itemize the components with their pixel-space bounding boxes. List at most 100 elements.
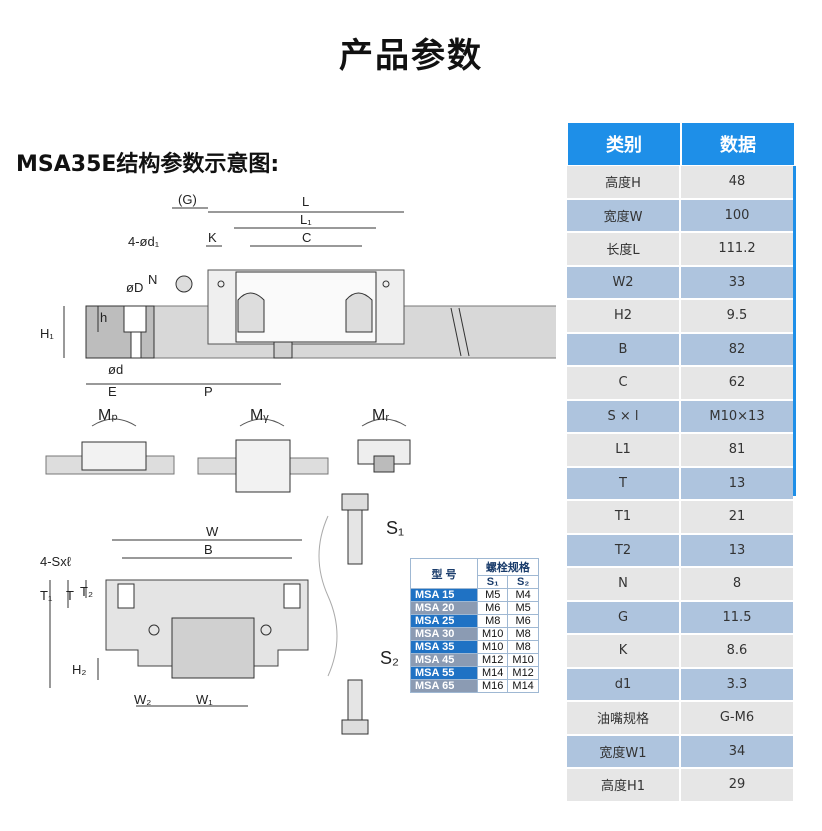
model-cell: MSA 45 (410, 653, 478, 667)
label-s2: S₂ (380, 648, 399, 668)
param-value: 29 (681, 769, 795, 801)
s2-cell: M6 (507, 614, 539, 628)
page-title: 产品参数 (339, 36, 483, 76)
label-g: (G) (178, 192, 197, 207)
param-name: S × l (567, 400, 681, 432)
header-category: 类别 (567, 122, 681, 166)
diagram-title: MSA35E结构参数示意图: (16, 152, 280, 177)
scrollbar[interactable] (793, 166, 796, 496)
label-t2: T₂ (80, 584, 93, 599)
label-mp: Mₚ (98, 407, 118, 424)
label-b: B (204, 542, 213, 557)
param-value: 21 (681, 501, 795, 533)
label-sxl: 4-Sxℓ (40, 554, 72, 569)
s2-cell: M4 (507, 588, 539, 602)
label-h: h (100, 310, 107, 325)
param-value: 13 (681, 534, 795, 566)
param-name: 长度L (567, 233, 681, 265)
s1-cell: M8 (476, 614, 509, 628)
parameter-table-header: 类别 数据 (567, 122, 795, 166)
param-name: 高度H (567, 166, 681, 198)
param-value: 111.2 (681, 233, 795, 265)
param-value: 100 (681, 199, 795, 231)
param-name: 宽度W (567, 199, 681, 231)
label-l1: L₁ (300, 212, 312, 227)
param-value: 82 (681, 333, 795, 365)
s1-cell: M5 (476, 588, 509, 602)
header-s1: S₁ (476, 575, 509, 589)
param-value: 81 (681, 434, 795, 466)
param-name: C (567, 367, 681, 399)
s2-cell: M8 (507, 627, 539, 641)
s2-cell: M12 (507, 666, 539, 680)
param-value: 11.5 (681, 601, 795, 633)
model-cell: MSA 25 (410, 614, 478, 628)
param-name: 油嘴规格 (567, 702, 681, 734)
param-name: H2 (567, 300, 681, 332)
s2-cell: M5 (507, 601, 539, 615)
s1-cell: M10 (476, 627, 509, 641)
model-cell: MSA 65 (410, 679, 478, 693)
s1-cell: M6 (476, 601, 509, 615)
model-cell: MSA 15 (410, 588, 478, 602)
param-value: 33 (681, 266, 795, 298)
param-value: 8.6 (681, 635, 795, 667)
label-l: L (302, 194, 309, 209)
param-name: W2 (567, 266, 681, 298)
param-value: 13 (681, 467, 795, 499)
param-name: G (567, 601, 681, 633)
s1-cell: M14 (476, 666, 509, 680)
param-name: 宽度W1 (567, 735, 681, 767)
param-name: K (567, 635, 681, 667)
label-e: E (108, 384, 117, 399)
param-name: T2 (567, 534, 681, 566)
label-h2: H₂ (72, 662, 86, 677)
param-value: 3.3 (681, 668, 795, 700)
s2-cell: M8 (507, 640, 539, 654)
label-t1: T₁ (40, 588, 53, 603)
label-s1: S₁ (386, 518, 404, 538)
s1-cell: M12 (476, 653, 509, 667)
front-view (49, 493, 369, 735)
label-bigd: øD (126, 280, 143, 295)
param-name: T1 (567, 501, 681, 533)
s1-cell: M16 (476, 679, 509, 693)
param-name: N (567, 568, 681, 600)
s2-cell: M14 (507, 679, 539, 693)
header-data: 数据 (681, 122, 795, 166)
param-value: 34 (681, 735, 795, 767)
model-cell: MSA 20 (410, 601, 478, 615)
header-model: 型 号 (410, 558, 478, 589)
label-d1: 4-ød₁ (128, 234, 160, 249)
param-value: 48 (681, 166, 795, 198)
label-t: T (66, 588, 74, 603)
label-mr: Mᵣ (372, 407, 389, 424)
side-view (63, 207, 556, 385)
param-value: 9.5 (681, 300, 795, 332)
param-name: T (567, 467, 681, 499)
header-bolt: 螺栓规格 (477, 558, 539, 576)
s2-cell: M10 (507, 653, 539, 667)
